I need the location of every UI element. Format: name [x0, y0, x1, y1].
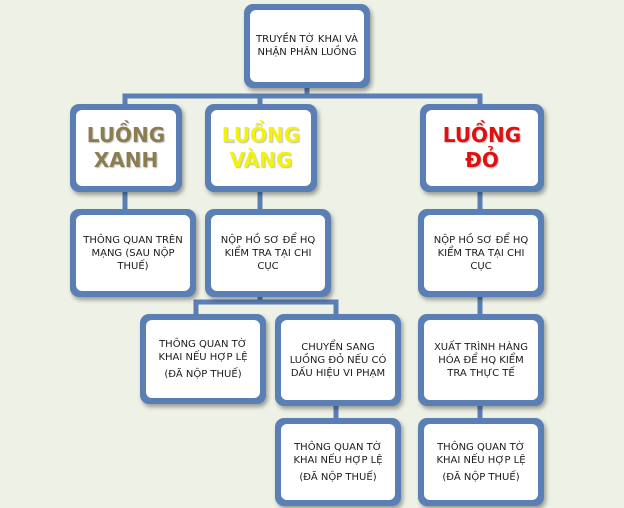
luong-do-line-2: ĐỎ: [465, 148, 499, 172]
luong-xanh-line-1: LUỒNG: [86, 123, 166, 147]
vang-nop-ho-so-line-3: CỤC: [257, 260, 279, 272]
vang-chuyen-sang-line-1: CHUYỂN SANG: [301, 341, 375, 353]
do-xuat-trinh-line-2: HÓA ĐỂ HQ KIỂM: [438, 354, 524, 366]
root-line-1: TRUYỀN TỜ KHAI VÀ: [256, 34, 358, 45]
vang-chuyen-thong-quan-line-1: THÔNG QUAN TỜ: [294, 441, 382, 453]
do-xuat-trinh-line-3: TRA THỰC TẾ: [447, 367, 515, 379]
do-nop-ho-so-line-2: KIỂM TRA TẠI CHI: [437, 247, 525, 259]
vang-chuyen-sang-node: CHUYỂN SANG LUỒNG ĐỎ NẾU CÓ DẤU HIỆU VI …: [275, 314, 401, 406]
vang-thong-quan-line-1: THÔNG QUAN TỜ: [159, 338, 247, 350]
vang-chuyen-sang-text: CHUYỂN SANG LUỒNG ĐỎ NẾU CÓ DẤU HIỆU VI …: [281, 320, 395, 400]
do-xuat-trinh-line-1: XUẤT TRÌNH HÀNG: [433, 341, 529, 353]
root-node: TRUYỀN TỜ KHAI VÀ NHẬN PHÂN LUỒNG: [244, 4, 370, 88]
vang-thong-quan-text: THÔNG QUAN TỜ KHAI NẾU HỢP LỆ (ĐÃ NỘP TH…: [146, 320, 260, 398]
luong-xanh-text: LUỒNG XANH: [76, 110, 176, 186]
vang-nop-ho-so-line-1: NỘP HỒ SƠ ĐỂ HQ: [220, 234, 316, 246]
xanh-thong-quan-line-1: THÔNG QUAN TRÊN: [83, 234, 183, 246]
do-xuat-trinh-node: XUẤT TRÌNH HÀNG HÓA ĐỂ HQ KIỂM TRA THỰC …: [418, 314, 544, 406]
luong-vang-line-2: VÀNG: [229, 148, 293, 172]
luong-vang-line-1: LUỒNG: [221, 123, 301, 147]
do-nop-ho-so-line-1: NỘP HỒ SƠ ĐỂ HQ: [433, 234, 529, 246]
do-thong-quan-node: THÔNG QUAN TỜ KHAI NẾU HỢP LỆ (ĐÃ NỘP TH…: [418, 418, 544, 506]
vang-thong-quan-node: THÔNG QUAN TỜ KHAI NẾU HỢP LỆ (ĐÃ NỘP TH…: [140, 314, 266, 404]
vang-nop-ho-so-line-2: KIỂM TRA TẠI CHI: [224, 247, 312, 259]
luong-xanh-node: LUỒNG XANH: [70, 104, 182, 192]
connector-vang-split: [193, 291, 339, 317]
vang-chuyen-thong-quan-text: THÔNG QUAN TỜ KHAI NẾU HỢP LỆ (ĐÃ NỘP TH…: [281, 424, 395, 500]
luong-do-text: LUỒNG ĐỎ: [426, 110, 538, 186]
xanh-thong-quan-node: THÔNG QUAN TRÊN MẠNG (SAU NỘP THUẾ): [70, 209, 196, 297]
vang-chuyen-thong-quan-line-2: KHAI NẾU HỢP LỆ: [293, 454, 383, 466]
luong-do-line-1: LUỒNG: [442, 123, 522, 147]
xanh-thong-quan-line-3: THUẾ): [117, 260, 149, 272]
luong-do-node: LUỒNG ĐỎ: [420, 104, 544, 192]
do-nop-ho-so-text: NỘP HỒ SƠ ĐỂ HQ KIỂM TRA TẠI CHI CỤC: [424, 215, 538, 291]
vang-chuyen-sang-line-3: DẤU HIỆU VI PHẠM: [290, 367, 386, 379]
xanh-thong-quan-line-2: MẠNG (SAU NỘP: [91, 247, 175, 259]
do-thong-quan-text: THÔNG QUAN TỜ KHAI NẾU HỢP LỆ (ĐÃ NỘP TH…: [424, 424, 538, 500]
do-xuat-trinh-text: XUẤT TRÌNH HÀNG HÓA ĐỂ HQ KIỂM TRA THỰC …: [424, 320, 538, 400]
vang-chuyen-sang-line-2: LUỒNG ĐỎ NẾU CÓ: [289, 354, 387, 366]
vang-thong-quan-line-2: KHAI NẾU HỢP LỆ: [158, 351, 248, 363]
vang-thong-quan-line-3: (ĐÃ NỘP THUẾ): [164, 368, 242, 380]
vang-chuyen-thong-quan-line-3: (ĐÃ NỘP THUẾ): [299, 471, 377, 483]
vang-nop-ho-so-node: NỘP HỒ SƠ ĐỂ HQ KIỂM TRA TẠI CHI CỤC: [205, 209, 331, 297]
connector-root-bus: [122, 81, 483, 111]
xanh-thong-quan-text: THÔNG QUAN TRÊN MẠNG (SAU NỘP THUẾ): [76, 215, 190, 291]
vang-chuyen-thong-quan-node: THÔNG QUAN TỜ KHAI NẾU HỢP LỆ (ĐÃ NỘP TH…: [275, 418, 401, 506]
luong-vang-text: LUỒNG VÀNG: [211, 110, 311, 186]
luong-xanh-line-2: XANH: [93, 148, 159, 172]
do-thong-quan-line-3: (ĐÃ NỘP THUẾ): [442, 471, 520, 483]
vang-nop-ho-so-text: NỘP HỒ SƠ ĐỂ HQ KIỂM TRA TẠI CHI CỤC: [211, 215, 325, 291]
root-line-2: NHẬN PHÂN LUỒNG: [257, 47, 357, 58]
luong-vang-node: LUỒNG VÀNG: [205, 104, 317, 192]
do-nop-ho-so-node: NỘP HỒ SƠ ĐỂ HQ KIỂM TRA TẠI CHI CỤC: [418, 209, 544, 297]
do-thong-quan-line-2: KHAI NẾU HỢP LỆ: [436, 454, 526, 466]
root-node-text: TRUYỀN TỜ KHAI VÀ NHẬN PHÂN LUỒNG: [250, 10, 364, 82]
do-thong-quan-line-1: THÔNG QUAN TỜ: [437, 441, 525, 453]
do-nop-ho-so-line-3: CỤC: [470, 260, 492, 272]
